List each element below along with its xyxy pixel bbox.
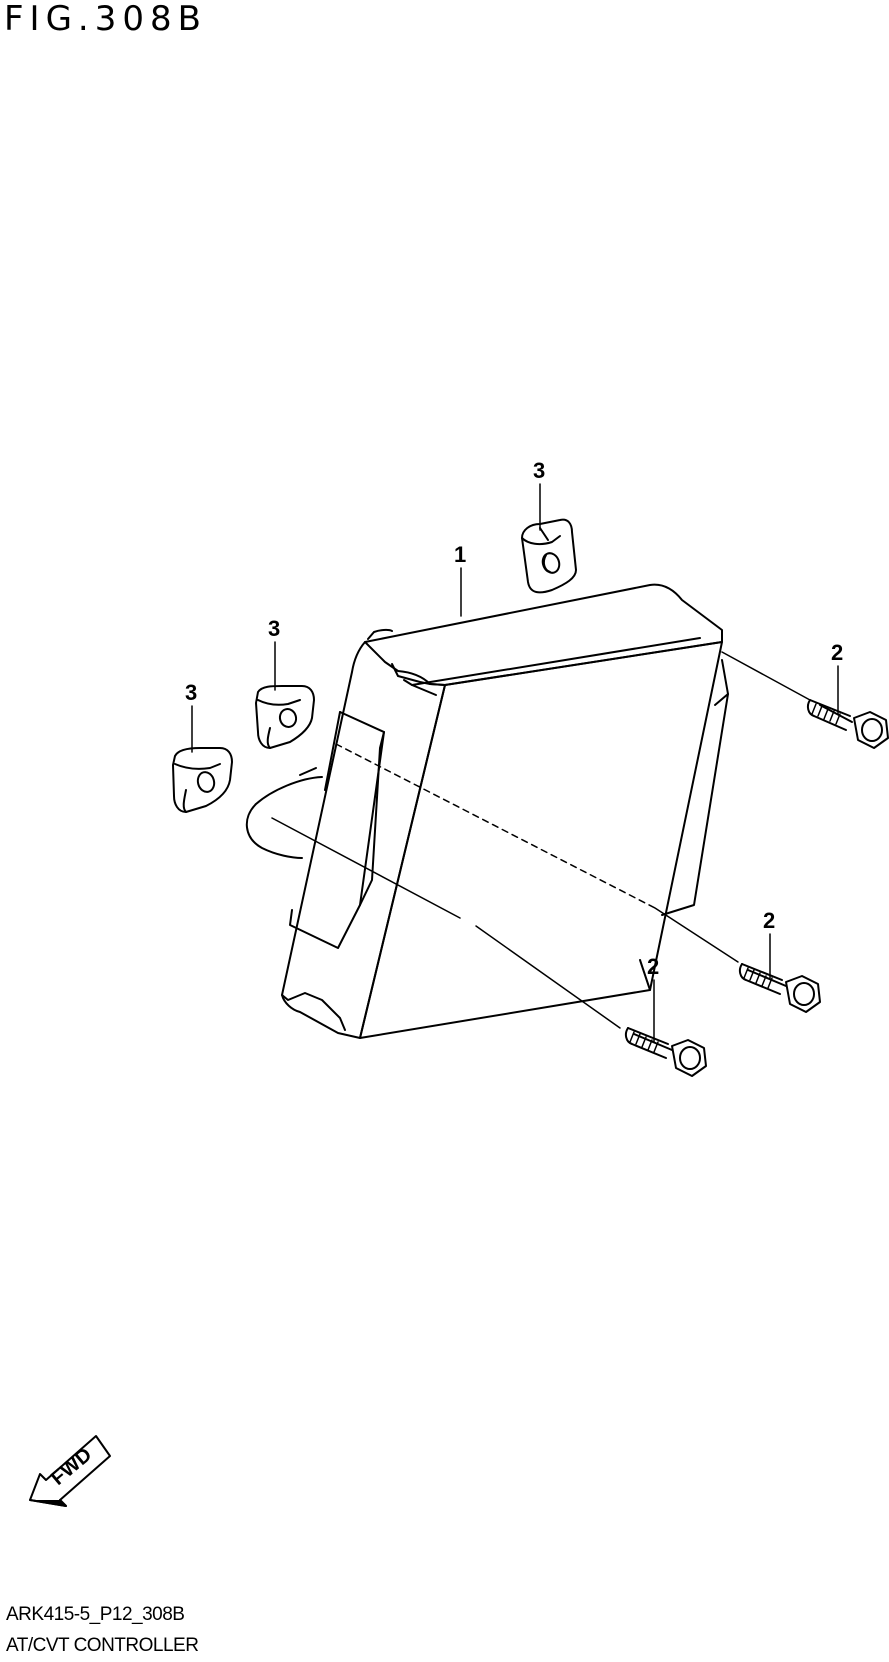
leader-line-bolt-middle: [335, 743, 656, 909]
callout-leader-lines: [191, 483, 839, 1043]
controller-side-connector: [289, 711, 385, 949]
callout-part-2-lower: 2: [647, 954, 659, 979]
callout-part-3-middle: 3: [268, 616, 280, 641]
callout-part-3-top: 3: [533, 458, 545, 483]
controller-connector-body: [661, 659, 729, 916]
figure-title: FIG.308B: [4, 0, 207, 39]
diagram-name: AT/CVT CONTROLLER: [6, 1635, 199, 1656]
diagram-code: ARK415-5_P12_308B: [6, 1604, 185, 1625]
callout-part-2-middle: 2: [763, 908, 775, 933]
callout-part-3-bottom: 3: [185, 680, 197, 705]
controller-unit: [246, 583, 729, 1039]
bolt-leader-lines: [271, 651, 811, 1029]
leader-line-bolt-lower: [271, 817, 461, 919]
callout-labels: 1 3 3 3 2 2 2: [185, 458, 843, 979]
callout-part-2-upper-right: 2: [831, 640, 843, 665]
controller-front-face: [359, 641, 723, 1039]
clip-nut-bottom: [172, 747, 233, 813]
controller-mounting-flange: [246, 776, 323, 859]
clip-nut-top: [521, 518, 577, 594]
callout-part-1: 1: [454, 542, 466, 567]
leader-line-bolt-upper-right: [721, 651, 811, 701]
bolt-lower: [624, 1027, 707, 1077]
controller-left-face: [281, 641, 446, 1039]
clip-nut-middle: [255, 685, 315, 749]
fwd-arrow-icon: FWD: [29, 1435, 111, 1507]
controller-top-face: [364, 583, 723, 686]
bolt-upper-right: [806, 699, 889, 749]
bolt-middle: [738, 963, 821, 1013]
